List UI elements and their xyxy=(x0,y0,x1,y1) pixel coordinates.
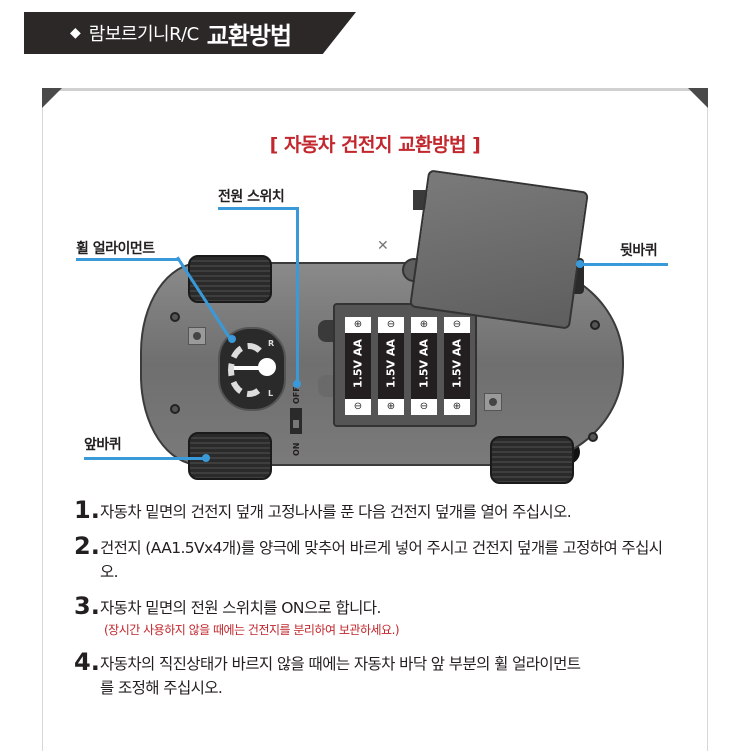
diamond-bullet-icon: ◆ xyxy=(70,25,81,41)
corner-decoration-left xyxy=(42,88,62,108)
battery-1: ⊕ 1.5V AA ⊖ xyxy=(345,317,371,415)
battery-terminal-icon: ⊖ xyxy=(444,317,470,333)
callout-dot xyxy=(228,335,236,343)
step-number: 1. xyxy=(74,496,100,524)
corner-decoration-right xyxy=(688,88,708,108)
step-number: 2. xyxy=(74,532,100,560)
battery-cover[interactable] xyxy=(409,169,589,330)
step-text: 자동차 밑면의 건전지 덮개 고정나사를 푼 다음 건전지 덮개를 열어 주십시… xyxy=(100,503,572,521)
step-text: 자동차의 직진상태가 바르지 않을 때에는 자동차 바닥 앞 부분의 휠 얼라이… xyxy=(100,655,581,697)
battery-label: 1.5V AA xyxy=(417,339,431,388)
header-title: 교환방법 xyxy=(206,21,292,50)
battery-2: ⊖ 1.5V AA ⊕ xyxy=(378,317,404,415)
step-number: 4. xyxy=(74,648,100,676)
dial-label-right: R xyxy=(268,339,275,348)
callout-dot xyxy=(576,260,584,268)
instruction-step-4: 4. 자동차의 직진상태가 바르지 않을 때에는 자동차 바닥 앞 부분의 휠 … xyxy=(74,648,694,700)
front-right-wheel xyxy=(188,432,272,480)
battery-terminal-icon: ⊕ xyxy=(378,399,404,415)
callout-power-switch: 전원 스위치 xyxy=(218,189,285,205)
battery-label: 1.5V AA xyxy=(384,339,398,388)
rear-right-wheel xyxy=(490,436,574,484)
battery-4: ⊖ 1.5V AA ⊕ xyxy=(444,317,470,415)
step-number: 3. xyxy=(74,592,100,620)
callout-line xyxy=(84,457,208,460)
chassis-screw xyxy=(590,320,600,330)
battery-terminal-icon: ⊕ xyxy=(411,317,437,333)
battery-terminal-icon: ⊖ xyxy=(345,399,371,415)
callout-line xyxy=(296,207,299,385)
screw-icon: ✕ xyxy=(377,238,389,254)
battery-label: 1.5V AA xyxy=(450,339,464,388)
battery-compartment: ⊕ 1.5V AA ⊖ ⊖ 1.5V AA ⊕ ⊕ 1.5V AA ⊖ ⊖ 1.… xyxy=(333,303,477,427)
battery-terminal-icon: ⊕ xyxy=(444,399,470,415)
header-title-group: ◆ 람보르기니R/C 교환방법 xyxy=(70,12,292,54)
chassis-button xyxy=(484,393,502,411)
callout-front-wheel: 앞바퀴 xyxy=(84,437,122,453)
dial-knob-icon xyxy=(258,358,276,376)
power-switch[interactable] xyxy=(290,408,302,434)
callout-line xyxy=(580,263,668,266)
battery-terminal-icon: ⊕ xyxy=(345,317,371,333)
dial-label-left: L xyxy=(268,389,274,398)
header-banner xyxy=(24,12,356,54)
chassis-screw xyxy=(170,404,180,414)
header-subtitle: 람보르기니R/C xyxy=(88,24,199,45)
battery-terminal-icon: ⊖ xyxy=(411,399,437,415)
switch-label-off: OFF xyxy=(292,386,301,404)
instruction-step-1: 1. 자동차 밑면의 건전지 덮개 고정나사를 푼 다음 건전지 덮개를 열어 … xyxy=(74,496,694,524)
dial-scale-icon xyxy=(228,343,270,397)
step-text: 자동차 밑면의 전원 스위치를 ON으로 합니다. xyxy=(100,599,381,617)
instruction-list: 1. 자동차 밑면의 건전지 덮개 고정나사를 푼 다음 건전지 덮개를 열어 … xyxy=(74,496,694,712)
callout-rear-wheel: 뒷바퀴 xyxy=(620,243,658,259)
battery-3: ⊕ 1.5V AA ⊖ xyxy=(411,317,437,415)
battery-terminal-icon: ⊖ xyxy=(378,317,404,333)
callout-line xyxy=(218,207,298,210)
dial-needle-icon xyxy=(234,366,264,370)
battery-clip xyxy=(318,375,334,397)
callout-wheel-alignment: 휠 얼라이먼트 xyxy=(76,241,155,257)
step-note: (장시간 사용하지 않을 때에는 건전지를 분리하여 보관하세요.) xyxy=(104,623,400,637)
switch-label-on: ON xyxy=(292,442,301,457)
chassis-button xyxy=(188,327,206,345)
battery-label: 1.5V AA xyxy=(351,339,365,388)
step-text: 건전지 (AA1.5Vx4개)를 양극에 맞추어 바르게 넣어 주시고 건전지 … xyxy=(100,539,663,581)
callout-dot xyxy=(293,380,301,388)
instruction-step-3: 3. 자동차 밑면의 전원 스위치를 ON으로 합니다. (장시간 사용하지 않… xyxy=(74,592,694,640)
callout-dot xyxy=(202,454,210,462)
callout-line xyxy=(76,258,180,261)
chassis-screw xyxy=(588,432,598,442)
diagram-title: [ 자동차 건전지 교환방법 ] xyxy=(269,134,481,156)
instruction-step-2: 2. 건전지 (AA1.5Vx4개)를 양극에 맞추어 바르게 넣어 주시고 건… xyxy=(74,532,694,584)
chassis-screw xyxy=(170,312,180,322)
battery-clip xyxy=(318,320,334,342)
